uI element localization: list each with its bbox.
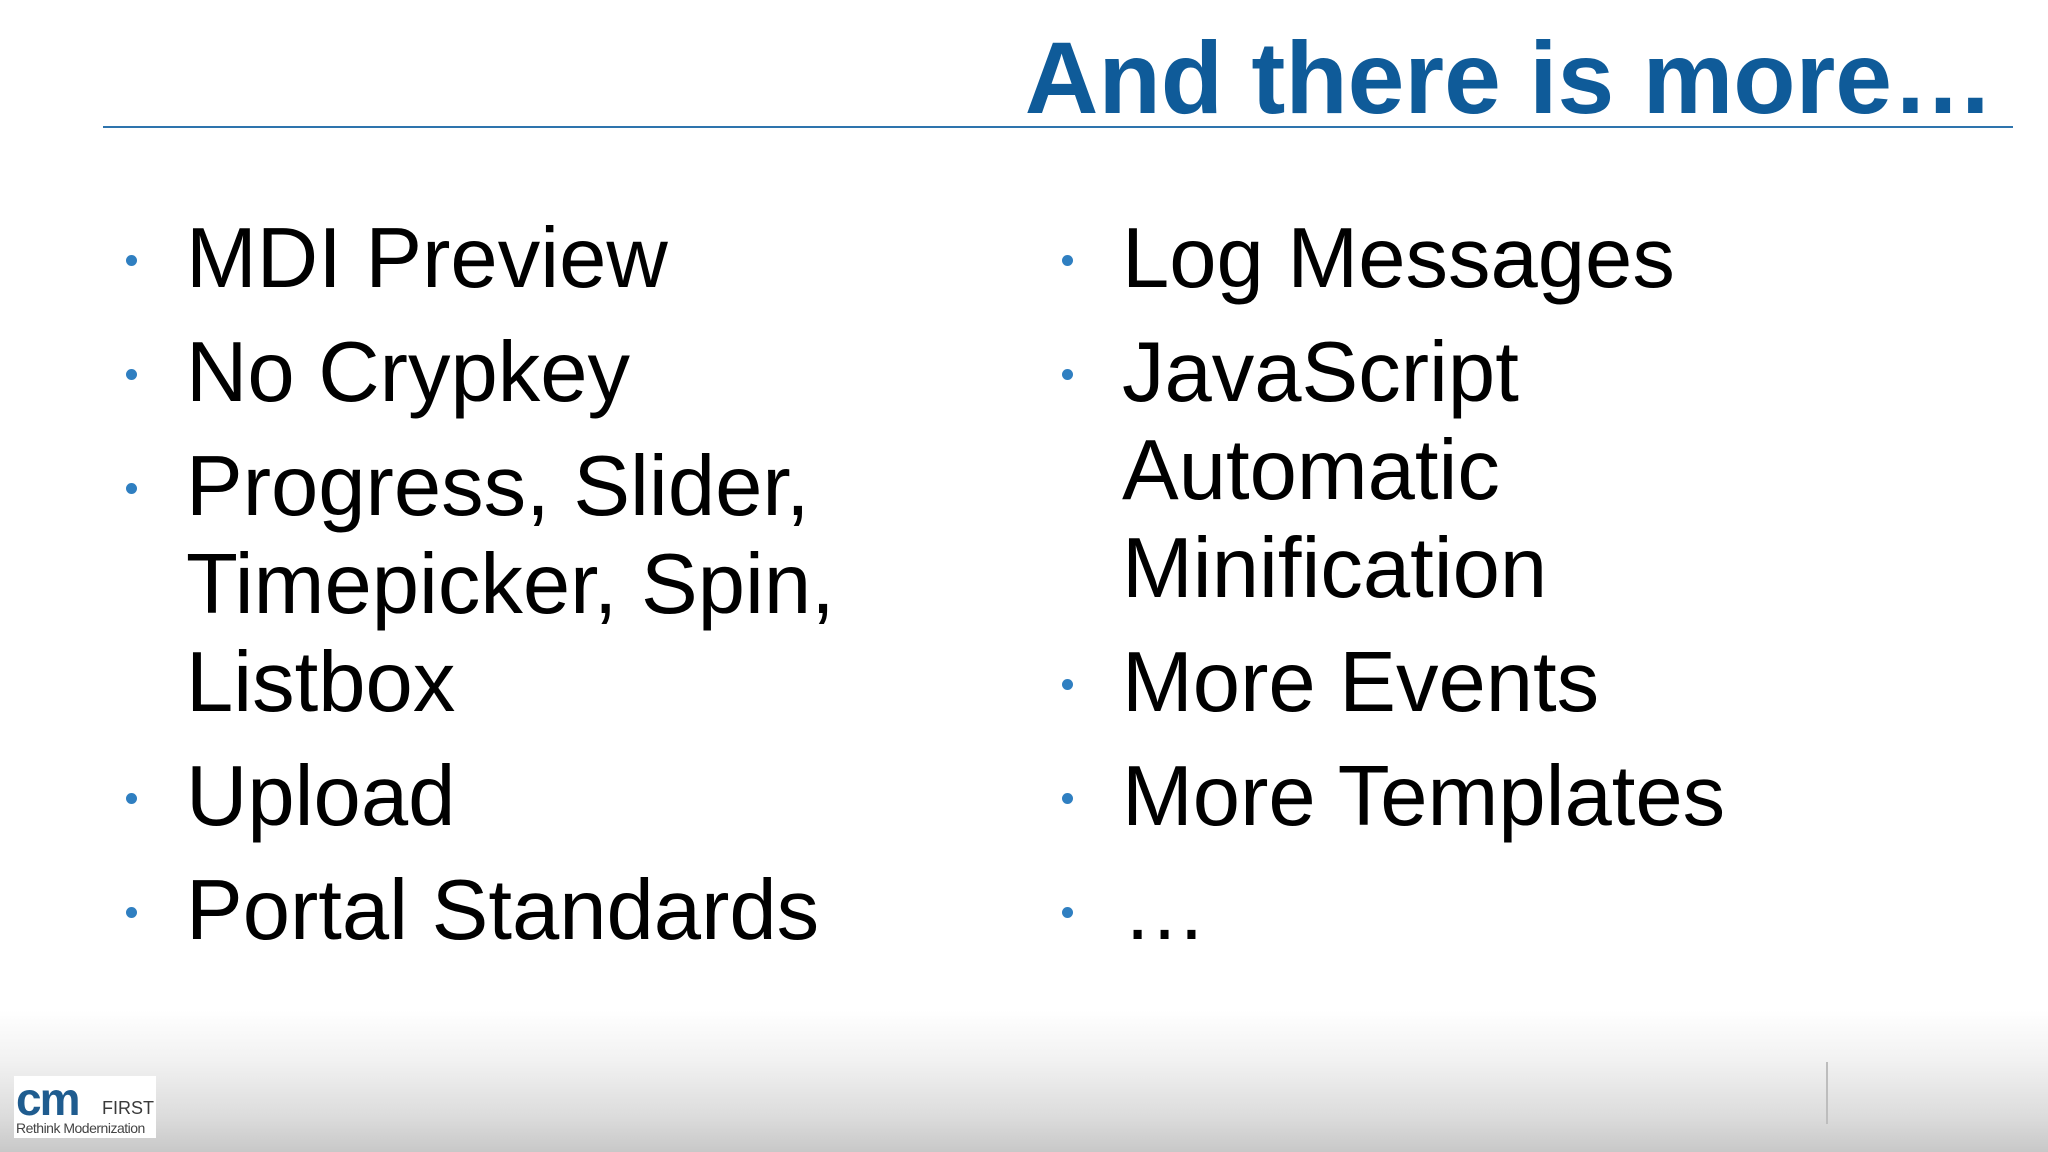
bullet-dot-icon (1062, 793, 1073, 804)
right-bullet-list: Log Messages JavaScript Automatic Minifi… (1056, 210, 1956, 976)
bullet-text: Upload (186, 749, 456, 844)
bullet-item: No Crypkey (120, 324, 1020, 422)
bullet-item: Portal Standards (120, 862, 1020, 960)
bullet-text: More Events (1122, 635, 1600, 730)
slide-title: And there is more… (1024, 21, 1994, 135)
footer-band (0, 1010, 2048, 1152)
bullet-item: More Events (1056, 634, 1956, 732)
bullet-dot-icon (126, 907, 137, 918)
logo-mark: cm (16, 1073, 81, 1125)
bullet-dot-icon (126, 369, 137, 380)
logo-tagline: Rethink Modernization (16, 1120, 145, 1136)
bullet-dot-icon (1062, 255, 1073, 266)
bullet-text: JavaScript Automatic Minification (1122, 325, 1548, 616)
bullet-text: No Crypkey (186, 325, 631, 420)
cm-first-logo: cm FIRST Rethink Modernization (14, 1076, 156, 1138)
bullet-text: More Templates (1122, 749, 1726, 844)
bullet-text: Portal Standards (186, 863, 820, 958)
bullet-item: Progress, Slider, Timepicker, Spin, List… (120, 438, 1020, 732)
title-underline (103, 126, 2013, 128)
bullet-dot-icon (126, 483, 137, 494)
bullet-text: MDI Preview (186, 211, 668, 306)
bullet-dot-icon (1062, 369, 1073, 380)
bullet-dot-icon (1062, 679, 1073, 690)
bullet-item: MDI Preview (120, 210, 1020, 308)
footer-divider (1826, 1062, 1828, 1124)
bullet-item: JavaScript Automatic Minification (1056, 324, 1682, 618)
bullet-text: Log Messages (1122, 211, 1675, 306)
bullet-dot-icon (1062, 907, 1073, 918)
bullet-text: Progress, Slider, Timepicker, Spin, List… (186, 439, 835, 730)
left-bullet-list: MDI Preview No Crypkey Progress, Slider,… (120, 210, 1020, 976)
bullet-dot-icon (126, 255, 137, 266)
logo-word: FIRST (102, 1098, 154, 1118)
bullet-dot-icon (126, 793, 137, 804)
bullet-item: Log Messages (1056, 210, 1956, 308)
bullet-item: More Templates (1056, 748, 1956, 846)
bullet-item: … (1056, 862, 1956, 960)
bullet-item: Upload (120, 748, 1020, 846)
bullet-text: … (1122, 863, 1207, 958)
